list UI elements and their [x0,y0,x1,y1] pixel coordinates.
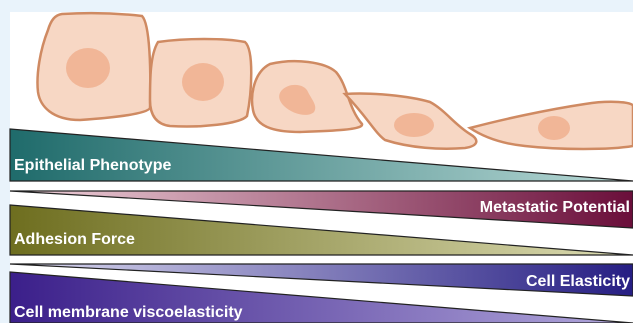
wedge-label: Cell Elasticity [526,273,630,290]
wedge-label: Epithelial Phenotype [14,157,171,174]
epithelial-cell-2 [150,39,251,127]
nucleus [538,116,570,140]
wedge-label: Adhesion Force [14,231,135,248]
wedge-label: Cell membrane viscoelasticity [14,304,243,321]
epithelial-cell-1 [37,13,150,120]
wedge-label: Metastatic Potential [480,199,630,216]
nucleus [394,113,434,137]
nucleus [182,63,224,101]
nucleus [66,48,110,88]
